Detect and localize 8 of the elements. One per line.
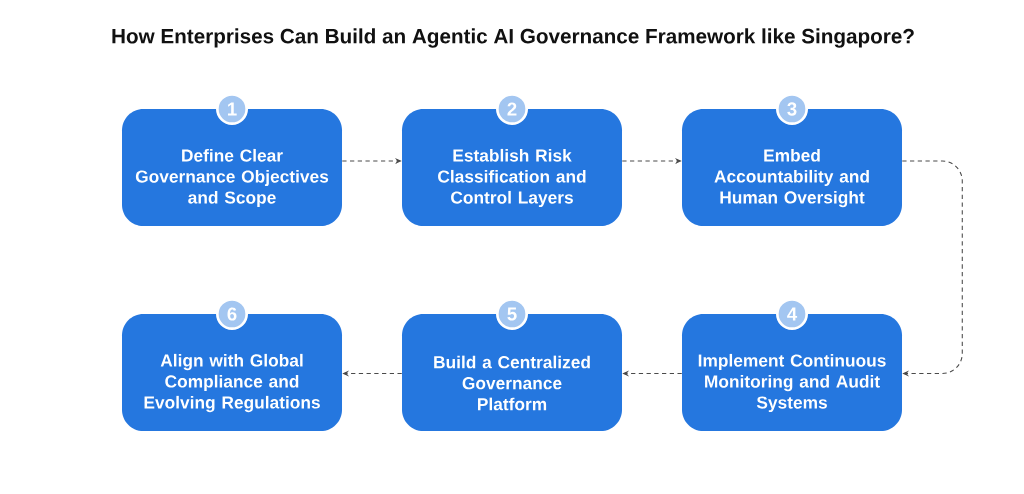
title: How Enterprises Can Build an Agentic AI Governance Framework like Singapore? [112, 28, 914, 48]
number-badge: 4 [776, 298, 808, 330]
number-badge: 1 [216, 93, 248, 125]
arrow [901, 160, 963, 377]
number-badge: 6 [216, 298, 248, 330]
number-badge: 5 [496, 298, 528, 330]
number-badge: 2 [496, 93, 528, 125]
number-badge: 3 [776, 93, 808, 125]
